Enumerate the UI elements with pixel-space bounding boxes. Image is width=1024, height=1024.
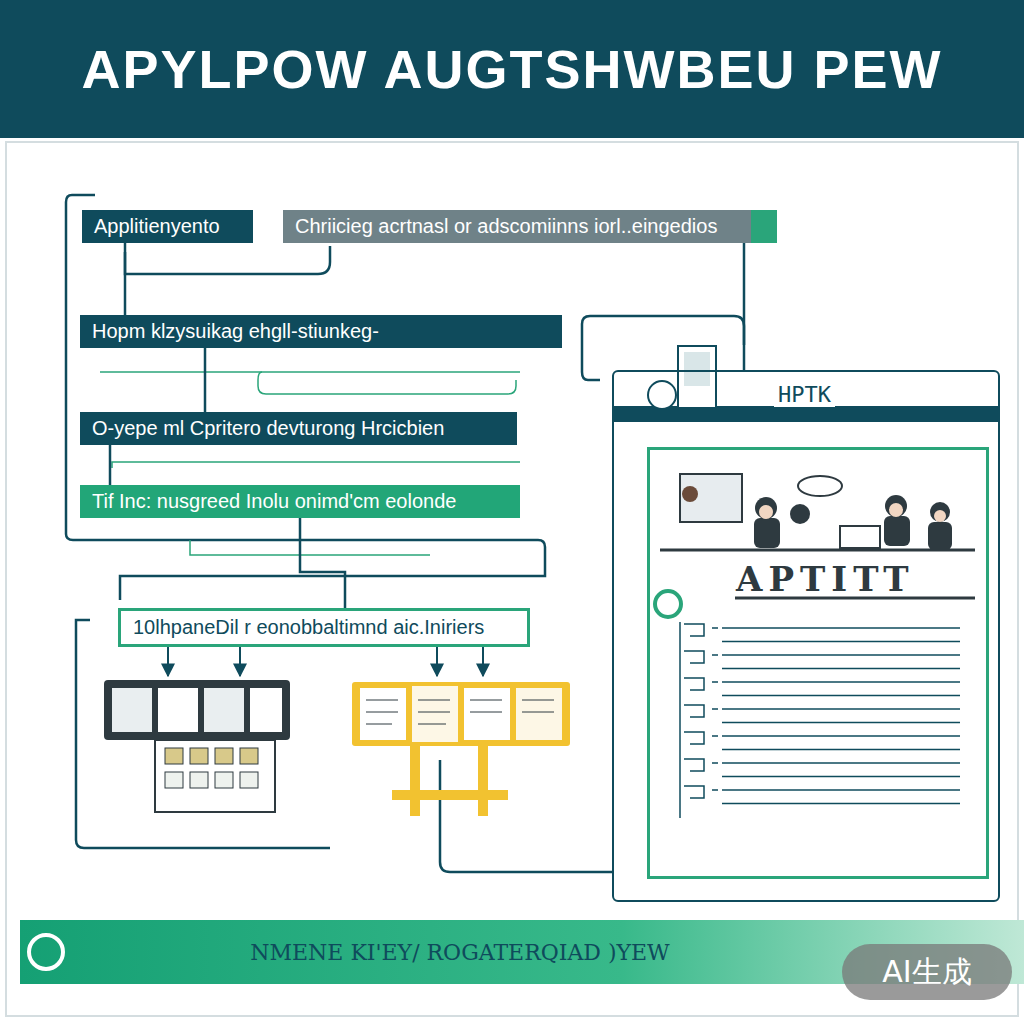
panel-art	[612, 346, 1000, 818]
connector-line	[204, 348, 207, 412]
diagram-title: APYLPOW AUGTSHWBEU PEW	[0, 0, 1024, 138]
node-text: Tif Inc: nusgreed Inolu onimd'cm eolonde	[92, 490, 456, 513]
watermark: AI生成	[842, 944, 1012, 1000]
connector-line	[300, 518, 345, 608]
node-text: Applitienyento	[94, 215, 220, 238]
node-text: HPTK	[774, 382, 835, 407]
node-text: APTITT	[736, 559, 915, 599]
process-bar: O-yepe ml Cpritero devturong Hrcicbien	[80, 412, 517, 445]
footer-caption: NMENE KI'EY/ ROGATERQIAD )YEW	[80, 922, 840, 982]
connector-line	[743, 243, 746, 370]
illustration-box: APTITT	[647, 447, 989, 879]
node-text: 10lhpaneDil r eonobbaltimnd aic.Iniriers	[133, 616, 484, 639]
process-box: Applitienyento	[82, 210, 253, 243]
process-box: 10lhpaneDil r eonobbaltimnd aic.Iniriers	[118, 608, 530, 647]
connector-line	[124, 243, 127, 315]
process-box: Chriicieg acrtnasl or adscomiinns iorl..…	[283, 210, 777, 243]
process-bar: Tif Inc: nusgreed Inolu onimd'cm eolonde	[80, 485, 520, 518]
yellow-machine-illustration	[352, 682, 570, 816]
connector-line	[109, 445, 112, 485]
panel-frame: HPTK APTITT	[612, 370, 1000, 902]
node-text: Hopm klzysuikag ehgll-stiunkeg-	[92, 320, 379, 343]
node-text: Chriicieg acrtnasl or adscomiinns iorl..…	[295, 215, 717, 238]
machine-illustration	[104, 680, 290, 812]
process-bar: Hopm klzysuikag ehgll-stiunkeg-	[80, 315, 562, 348]
node-text: O-yepe ml Cpritero devturong Hrcicbien	[92, 417, 444, 440]
